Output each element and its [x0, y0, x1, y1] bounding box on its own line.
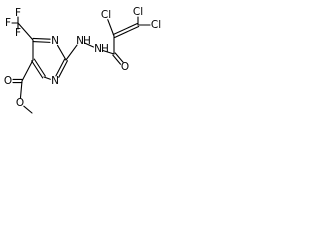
double-bond — [31, 60, 44, 79]
atom-label-cl-terminal-right: Cl — [151, 19, 161, 31]
single-bond — [65, 44, 78, 61]
atom-label-f-left: F — [5, 17, 11, 29]
single-bond — [21, 59, 34, 82]
single-bond — [84, 42, 94, 48]
single-bond — [107, 19, 115, 37]
single-bond — [102, 49, 115, 55]
atom-label-o-amide: O — [121, 61, 129, 73]
double-bond — [112, 54, 122, 65]
atom-label-nh-first: N — [76, 35, 84, 47]
double-bond — [114, 25, 140, 39]
atom-label-o-ester-carbonyl: O — [4, 75, 12, 87]
double-bond — [114, 52, 124, 63]
atom-label-o-ester-methoxy: O — [16, 97, 24, 109]
atom-label-h-first: H — [83, 35, 91, 47]
double-bond — [55, 58, 66, 77]
atom-label-f-top: F — [15, 7, 21, 19]
double-bond — [58, 60, 68, 78]
double-bond — [32, 41, 51, 43]
bond-layer — [11, 16, 151, 114]
double-bond — [112, 22, 138, 36]
atom-label-n-ring-lower: N — [51, 75, 59, 87]
atom-label-f-bottom: F — [15, 27, 21, 39]
single-bond — [17, 22, 34, 41]
atom-label-cl-alpha: Cl — [101, 9, 111, 21]
atom-label-h-second: H — [101, 43, 109, 55]
atom-label-cl-terminal-top: Cl — [133, 6, 143, 18]
single-bond — [43, 76, 51, 80]
double-bond — [33, 58, 46, 77]
atom-label-nh-second: N — [94, 43, 102, 55]
double-bond — [32, 37, 51, 40]
single-bond — [56, 44, 67, 61]
single-bond — [23, 105, 33, 114]
atom-label-n-ring-upper: N — [51, 35, 59, 47]
single-bond — [19, 80, 23, 99]
